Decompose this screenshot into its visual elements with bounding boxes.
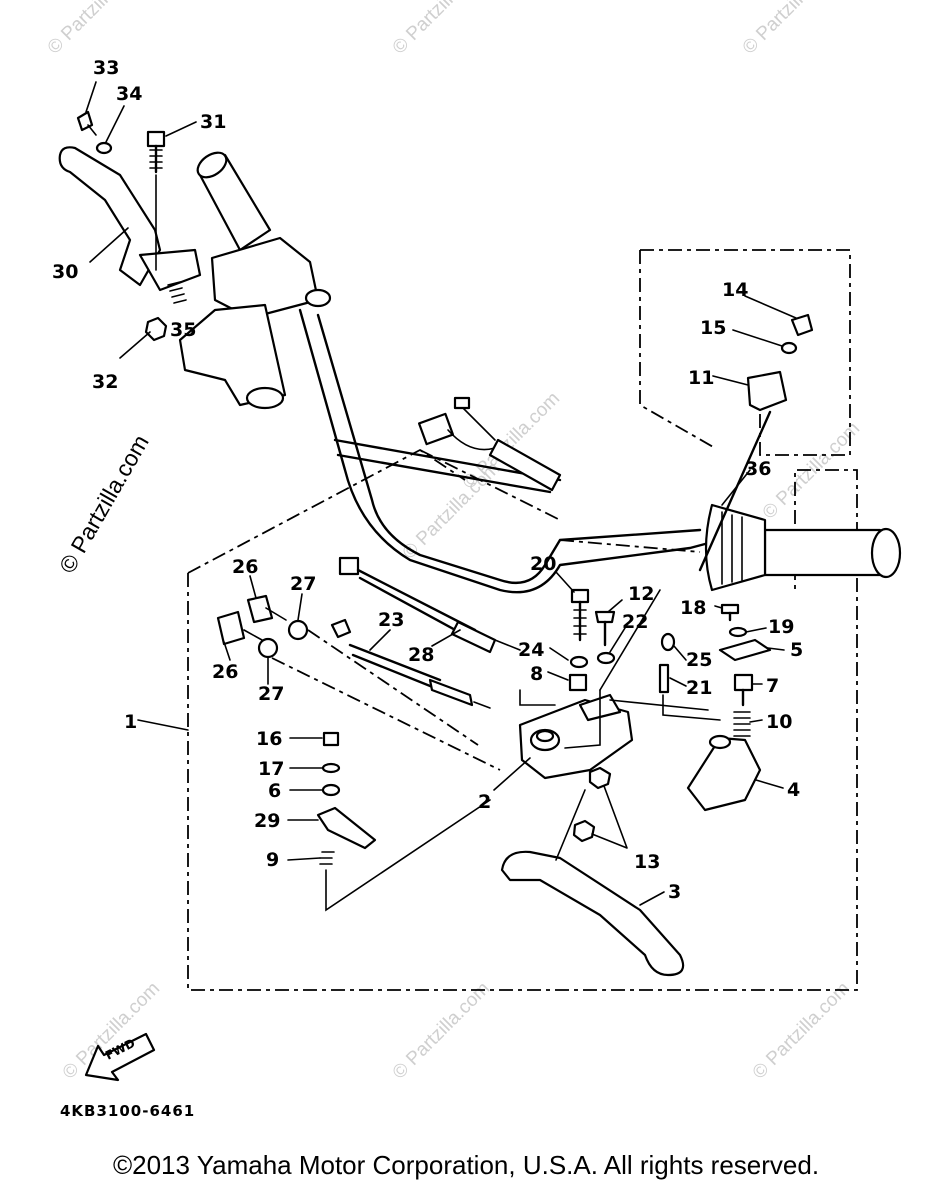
handlebar xyxy=(178,151,902,594)
watermark: © Partzilla.com xyxy=(44,0,149,59)
copyright-notice: ©2013 Yamaha Motor Corporation, U.S.A. A… xyxy=(112,1150,820,1180)
callout-19: 19 xyxy=(768,616,794,638)
callout-23: 23 xyxy=(378,609,404,631)
callout-29: 29 xyxy=(254,810,280,832)
callout-13: 13 xyxy=(634,851,660,873)
callout-28: 28 xyxy=(408,644,434,666)
callout-27-bottom: 27 xyxy=(258,683,284,705)
callout-33: 33 xyxy=(93,57,119,79)
callout-6: 6 xyxy=(268,780,281,802)
callout-15: 15 xyxy=(700,317,726,339)
callout-36: 36 xyxy=(745,458,771,480)
callout-1: 1 xyxy=(124,711,137,733)
callout-10: 10 xyxy=(766,711,792,733)
watermark: © Partzilla.com xyxy=(389,0,494,59)
watermark: © Partzilla.com xyxy=(759,418,864,523)
callout-22: 22 xyxy=(622,611,648,633)
callout-12: 12 xyxy=(628,583,654,605)
callout-3: 3 xyxy=(668,881,681,903)
callout-31: 31 xyxy=(200,111,226,133)
callout-16: 16 xyxy=(256,728,282,750)
callout-4: 4 xyxy=(787,779,800,801)
callout-11: 11 xyxy=(688,367,714,389)
side-watermark: © Partzilla.com xyxy=(54,430,154,577)
callout-35: 35 xyxy=(170,319,196,341)
callout-30: 30 xyxy=(52,261,78,283)
left-lever-assembly xyxy=(58,110,202,342)
callout-27-top: 27 xyxy=(290,573,316,595)
callout-2: 2 xyxy=(478,791,491,813)
watermark: © Partzilla.com xyxy=(739,0,844,59)
callout-14: 14 xyxy=(722,279,748,301)
small-parts xyxy=(316,731,491,912)
callout-34: 34 xyxy=(116,83,142,105)
watermark: © Partzilla.com xyxy=(389,978,494,1083)
cable-assembly xyxy=(216,556,521,771)
callout-18: 18 xyxy=(680,597,706,619)
brake-lever-assembly xyxy=(500,588,772,977)
callout-17: 17 xyxy=(258,758,284,780)
callout-25: 25 xyxy=(686,649,712,671)
callout-20: 20 xyxy=(530,553,556,575)
callout-9: 9 xyxy=(266,849,279,871)
callout-7: 7 xyxy=(766,675,779,697)
callout-26-bottom: 26 xyxy=(212,661,238,683)
diagram-code: 4KB3100-6461 xyxy=(60,1102,196,1120)
callout-8: 8 xyxy=(530,663,543,685)
callout-32: 32 xyxy=(92,371,118,393)
switch-housing xyxy=(698,313,814,572)
callout-26-top: 26 xyxy=(232,556,258,578)
callout-21: 21 xyxy=(686,677,712,699)
callout-5: 5 xyxy=(790,639,803,661)
callout-24: 24 xyxy=(518,639,544,661)
callouts: 33 34 31 30 35 32 14 15 11 36 20 12 22 2… xyxy=(52,57,803,903)
watermark: © Partzilla.com xyxy=(749,978,854,1083)
leader-lines xyxy=(85,81,797,906)
